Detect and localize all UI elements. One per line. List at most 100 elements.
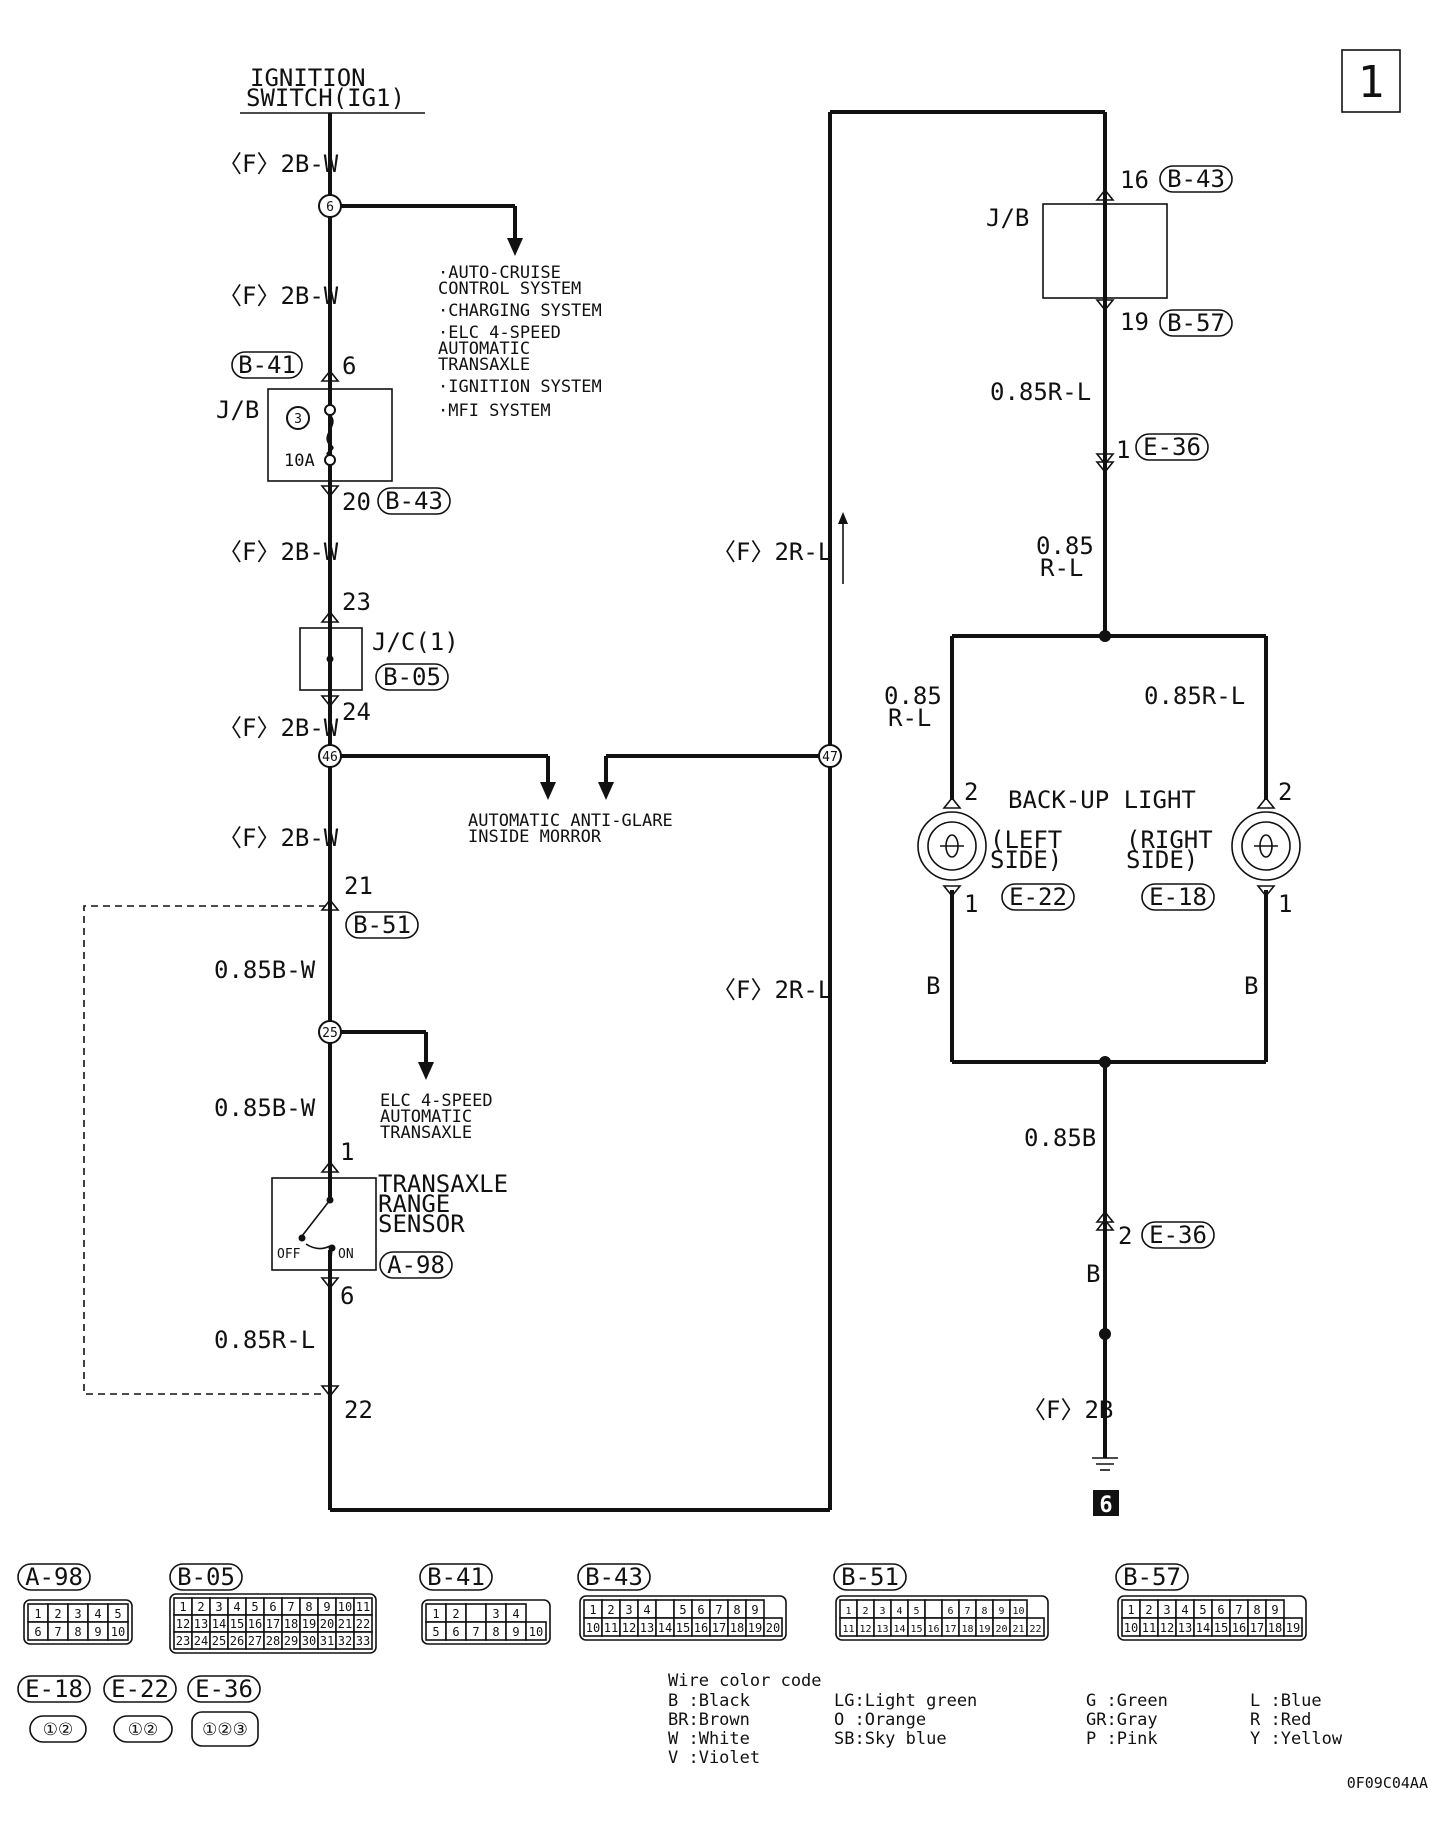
pin-number: 16 [927, 1624, 939, 1635]
wire-label-f2bw-4: 〈F〉2B-W [218, 714, 339, 742]
pin-number: 15 [1214, 1621, 1228, 1635]
pin-number: 5 [114, 1607, 121, 1621]
pin-number: 12 [622, 1621, 636, 1635]
pin-number: 8 [305, 1600, 312, 1614]
pin-number: 14 [212, 1617, 226, 1631]
pin-number: 11 [1142, 1621, 1156, 1635]
connector-mark-icon [320, 369, 340, 382]
connector-mark-icon [1095, 461, 1115, 474]
pin-cell [763, 1617, 783, 1637]
pin-number: 12 [859, 1624, 871, 1635]
color-code-title: Wire color code [668, 1671, 822, 1691]
pin-number: 8 [74, 1625, 81, 1639]
branch-list-line: ·ELC 4-SPEED [438, 323, 561, 343]
pin-number: 9 [1271, 1603, 1278, 1617]
wire-label-b-left: B [926, 972, 940, 1000]
pin-cell [1026, 1617, 1045, 1637]
pin-number: 13 [1178, 1621, 1192, 1635]
pin-number: 6 [34, 1625, 41, 1639]
pin-number: 12 [176, 1617, 190, 1631]
color-code-col3: GR:Gray [1086, 1710, 1158, 1730]
wire-label-085-left-1: 0.85 [884, 682, 942, 710]
pin-number: 17 [944, 1624, 956, 1635]
legend-e18-pins: ①② [43, 1720, 73, 1740]
sensor-on: ON [338, 1247, 354, 1262]
fuse-number: 3 [294, 412, 302, 427]
color-code-col3: G :Green [1086, 1691, 1168, 1711]
pin-number: 7 [1235, 1603, 1242, 1617]
branch-list-line: ·IGNITION SYSTEM [438, 377, 602, 397]
legend-b05-name: B-05 [177, 1563, 235, 1591]
pin-number: 13 [876, 1624, 888, 1635]
sensor-label-1: TRANSAXLE [378, 1170, 508, 1198]
legend-tag-e22 [103, 1675, 177, 1703]
b51-pin-a: 21 [344, 872, 373, 900]
connector-mark-icon [1095, 453, 1115, 466]
fuse-terminal-bottom [324, 454, 336, 466]
pin-number: 3 [879, 1606, 885, 1617]
jc-node [326, 655, 334, 663]
pin-number: 2 [607, 1603, 614, 1617]
pin-number: 5 [1199, 1603, 1206, 1617]
arrow-up-icon [838, 512, 848, 524]
pin-number: 5 [432, 1625, 439, 1639]
splice-6 [318, 194, 342, 218]
branch-list-line: CONTROL SYSTEM [438, 279, 581, 299]
pin-number: 3 [625, 1603, 632, 1617]
pin-number: 7 [472, 1625, 479, 1639]
sensor-contact-off [298, 1234, 306, 1242]
pin-number: 19 [302, 1617, 316, 1631]
pin-number: 31 [320, 1634, 334, 1648]
pin-number: 25 [212, 1634, 226, 1648]
pin-number: 1 [179, 1600, 186, 1614]
pin-number: 20 [320, 1617, 334, 1631]
pin-number: 11 [356, 1600, 370, 1614]
mirror-label-1: AUTOMATIC ANTI-GLARE [468, 811, 673, 831]
splice-46 [318, 744, 342, 768]
connector-mark-icon [320, 898, 340, 911]
arrow-icon [418, 1062, 434, 1080]
fuse-rating: 10A [284, 451, 315, 471]
lamp-right-pin2: 2 [1278, 778, 1292, 806]
lamp-left-pin1: 1 [964, 890, 978, 918]
pin-number: 15 [676, 1621, 690, 1635]
connector-tag-e36-top [1135, 433, 1209, 461]
wire-label-f2rl-2: 〈F〉2R-L [712, 976, 832, 1004]
connector-tag-e22 [1001, 883, 1075, 911]
connector-tag-e36-bottom [1141, 1221, 1215, 1249]
branch-list-line: ·MFI SYSTEM [438, 401, 551, 421]
connector-mark-icon [320, 610, 340, 623]
legend-b51-name: B-51 [841, 1563, 899, 1591]
jb-left-pin-in: 6 [342, 352, 356, 380]
pin-number: 1 [589, 1603, 596, 1617]
pin-number: 2 [452, 1607, 459, 1621]
pin-number: 5 [679, 1603, 686, 1617]
pin-cell [655, 1599, 675, 1619]
page-number-box [1341, 49, 1401, 113]
pin-number: 8 [1253, 1603, 1260, 1617]
pin-number: 6 [269, 1600, 276, 1614]
pin-number: 20 [995, 1624, 1007, 1635]
pin-number: 14 [893, 1624, 905, 1635]
pin-number: 2 [1145, 1603, 1152, 1617]
pin-number: 15 [230, 1617, 244, 1631]
pin-number: 28 [266, 1634, 280, 1648]
pin-number: 3 [492, 1607, 499, 1621]
pin-number: 21 [338, 1617, 352, 1631]
ground-number-box [1093, 1490, 1119, 1516]
jb-left-pin-out: 20 [342, 488, 371, 516]
pin-number: 19 [1286, 1621, 1300, 1635]
pin-number: 16 [248, 1617, 262, 1631]
pin-number: 24 [194, 1634, 208, 1648]
pin-number: 3 [215, 1600, 222, 1614]
pin-number: 4 [643, 1603, 650, 1617]
legend-b41-name: B-41 [427, 1563, 485, 1591]
splice-46-label: 46 [322, 750, 338, 765]
color-code-col2: LG:Light green [834, 1691, 977, 1711]
pin-number: 26 [230, 1634, 244, 1648]
fuse-number-badge [286, 406, 310, 430]
connector-e36-bottom-label: E-36 [1149, 1221, 1207, 1249]
legend-e36-pins: ①②③ [202, 1720, 248, 1740]
sensor-label-3: SENSOR [378, 1210, 465, 1238]
